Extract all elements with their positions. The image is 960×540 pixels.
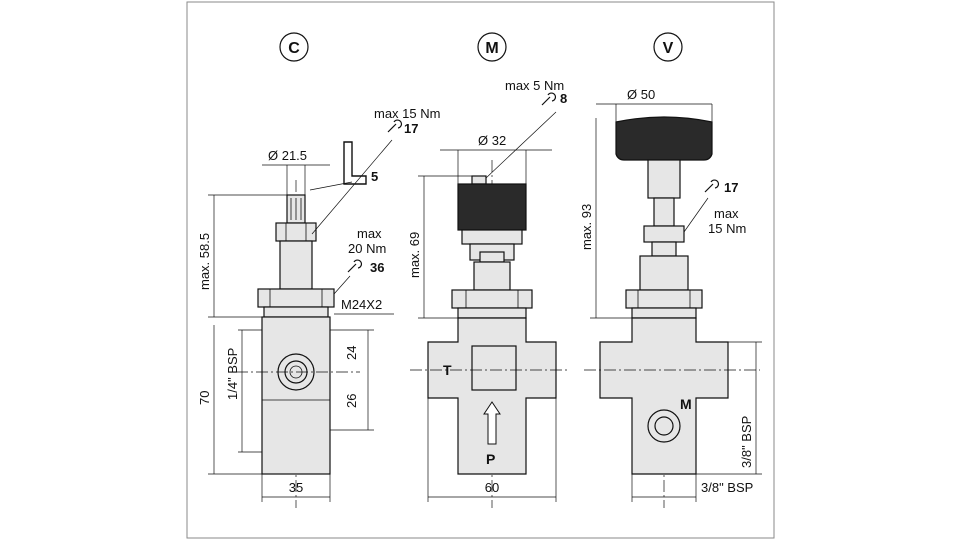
- view-v-port-thread-bottom: 3/8" BSP: [701, 480, 753, 495]
- view-v-badge: [653, 32, 683, 62]
- view-c-allen-size: 5: [371, 169, 378, 184]
- view-c-torque-top-wrench: 17: [404, 121, 418, 136]
- view-c-valve-body: [261, 316, 331, 475]
- view-v-height-max: max. 93: [579, 204, 594, 250]
- arrow-up-icon: [483, 401, 501, 445]
- view-c-torque-top-label: max 15 Nm: [374, 106, 440, 121]
- view-v-port-m-label: M: [680, 396, 692, 412]
- view-v-port-m: [647, 409, 681, 443]
- view-c-letter: C: [288, 40, 300, 57]
- view-m-valve-body: [427, 317, 557, 475]
- view-c-dim-24: 24: [344, 346, 359, 360]
- wrench-icon: [541, 92, 556, 106]
- view-v-hex-nut: [625, 289, 703, 309]
- view-c-thread: M24X2: [341, 297, 382, 312]
- view-m-knurled-knob: [457, 183, 527, 231]
- view-c-locknut: [275, 222, 317, 242]
- view-c-height-max: max. 58.5: [197, 233, 212, 290]
- view-m-hex-nut: [451, 289, 533, 309]
- view-c-port-thread: 1/4" BSP: [225, 348, 240, 400]
- view-c-width-body: 35: [289, 480, 303, 495]
- view-v-dia: Ø 50: [627, 87, 655, 102]
- drawing-frame: [186, 1, 775, 539]
- view-m: M T P Ø 32 max 5 Nm 8: [407, 32, 570, 508]
- view-v-port-thread-vertical: 3/8" BSP: [739, 416, 754, 468]
- view-m-dia: Ø 32: [478, 133, 506, 148]
- view-v-letter: V: [663, 40, 674, 57]
- wrench-icon: [387, 119, 402, 133]
- view-v-torque-label-1: max: [714, 206, 739, 221]
- view-c-torque-mid-2: 20 Nm: [348, 241, 386, 256]
- view-c: C Ø 21.5 5 ma: [197, 32, 440, 508]
- view-c-height-body: 70: [197, 391, 212, 405]
- view-v-handwheel: [615, 116, 713, 161]
- view-m-height-max: max. 69: [407, 232, 422, 278]
- wrench-icon: [347, 259, 362, 273]
- view-m-port-p: P: [486, 451, 495, 467]
- view-m-torque-wrench: 8: [560, 91, 567, 106]
- view-c-torque-mid-1: max: [357, 226, 382, 241]
- view-c-torque-mid-wrench: 36: [370, 260, 384, 275]
- view-m-port-t: T: [443, 362, 452, 378]
- view-c-bonnet: [279, 240, 313, 290]
- view-c-dim-26: 26: [344, 394, 359, 408]
- view-m-letter: M: [485, 40, 498, 57]
- view-c-hex-nut: [257, 288, 335, 308]
- wrench-icon: [704, 179, 719, 193]
- view-c-dia: Ø 21.5: [268, 148, 307, 163]
- allen-key-icon: [343, 141, 367, 185]
- view-v: V M Ø 50 max. 93 17 max: [579, 32, 762, 508]
- view-v-torque-label-2: 15 Nm: [708, 221, 746, 236]
- view-v-valve-body: [599, 317, 729, 475]
- view-v-torque-wrench: 17: [724, 180, 738, 195]
- view-m-width-body: 60: [485, 480, 499, 495]
- view-c-badge: [279, 32, 309, 62]
- view-v-locknut: [643, 225, 685, 243]
- view-m-badge: [477, 32, 507, 62]
- view-m-torque-label: max 5 Nm: [505, 78, 564, 93]
